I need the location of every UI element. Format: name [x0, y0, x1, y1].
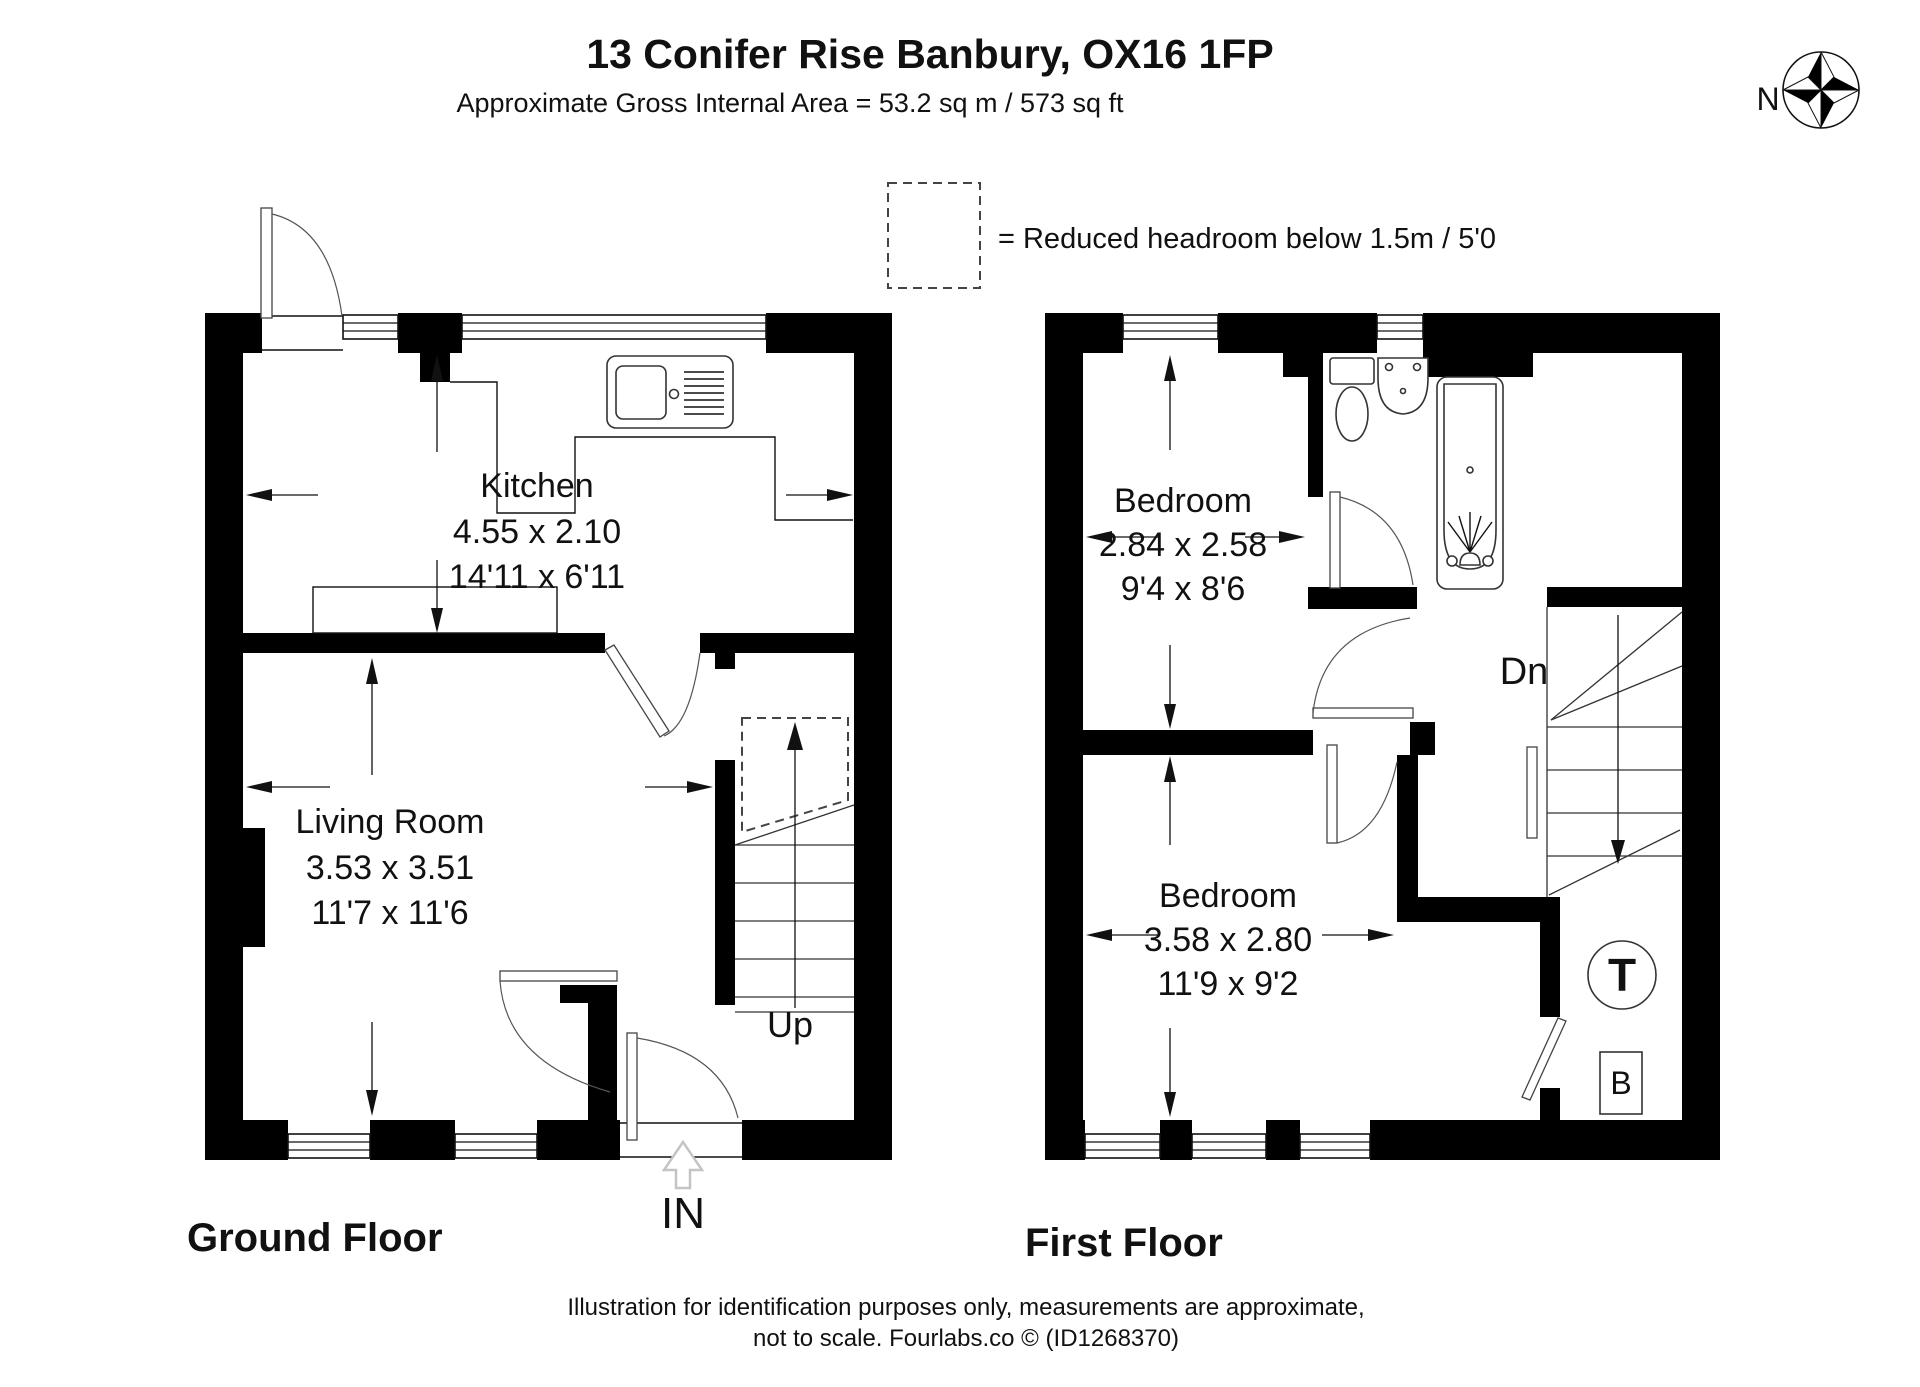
compass-north-label: N [1756, 81, 1779, 117]
footer: Illustration for identification purposes… [567, 1294, 1364, 1352]
boiler-label: B [1610, 1065, 1631, 1101]
door-bedroom-2 [1326, 744, 1398, 844]
windows [287, 314, 767, 1159]
entrance-label: IN [661, 1189, 705, 1238]
bedroom-2-name: Bedroom [1159, 877, 1297, 915]
dimension-arrows [246, 355, 853, 1116]
stairs-up-label: Up [767, 1004, 813, 1045]
door-living-room [499, 970, 618, 1093]
kitchen-name: Kitchen [480, 467, 593, 505]
bedroom-1-name: Bedroom [1114, 482, 1252, 520]
reduced-headroom-area [741, 717, 849, 834]
bedroom-2-size-metric: 3.58 x 2.80 [1144, 921, 1312, 959]
stairs-down [1546, 607, 1683, 897]
window [461, 314, 767, 340]
walls [205, 313, 892, 1160]
door-kitchen [604, 644, 701, 738]
bathtub [1436, 376, 1504, 590]
first-floor-labels: Bedroom 2.84 x 2.58 9'4 x 8'6 Bedroom 3.… [1025, 482, 1548, 1265]
living-room-name: Living Room [296, 803, 485, 841]
bedroom-1-size-metric: 2.84 x 2.58 [1099, 526, 1267, 564]
page-subtitle: Approximate Gross Internal Area = 53.2 s… [456, 88, 1124, 118]
window [1376, 314, 1424, 340]
tank-label: T [1608, 949, 1636, 1001]
toilet [1329, 357, 1375, 442]
window [342, 314, 399, 340]
living-room-size-imperial: 11'7 x 11'6 [311, 894, 468, 932]
legend: = Reduced headroom below 1.5m / 5'0 [887, 182, 1496, 289]
footer-line-1: Illustration for identification purposes… [567, 1294, 1364, 1321]
doors [1312, 491, 1567, 1101]
entrance-arrow-icon [661, 1139, 705, 1190]
kitchen-sink [606, 355, 734, 429]
floor-plan-ground: Kitchen 4.55 x 2.10 14'11 x 6'11 Living … [187, 207, 892, 1260]
legend-label: = Reduced headroom below 1.5m / 5'0 [998, 223, 1496, 255]
kitchen-size-imperial: 14'11 x 6'11 [449, 558, 625, 596]
door-back [260, 207, 343, 351]
page-title: 13 Conifer Rise Banbury, OX16 1FP [586, 31, 1273, 77]
boiler-symbol [1599, 1051, 1643, 1115]
window [1084, 1133, 1161, 1159]
tank-symbol [1587, 940, 1657, 1010]
kitchen-size-metric: 4.55 x 2.10 [453, 513, 621, 551]
first-floor-title: First Floor [1025, 1221, 1223, 1265]
bedroom-1-size-imperial: 9'4 x 8'6 [1121, 570, 1246, 608]
window [454, 1133, 538, 1159]
header: 13 Conifer Rise Banbury, OX16 1FP Approx… [456, 31, 1273, 118]
bedroom-2-size-imperial: 11'9 x 9'2 [1158, 965, 1299, 1003]
door-bedroom-1 [1312, 617, 1414, 719]
doors [260, 207, 742, 1158]
stair-guard [1526, 746, 1538, 839]
compass-icon: N [1756, 51, 1860, 129]
basin [1377, 357, 1429, 415]
window [1122, 314, 1219, 340]
stairs-down-label: Dn [1500, 651, 1549, 693]
footer-line-2: not to scale. Fourlabs.co © (ID1268370) [753, 1325, 1179, 1352]
stairs-up [734, 717, 855, 1013]
floor-plan-first: T B Bedroom 2.84 x 2.58 9'4 x 8'6 Bedroo… [1025, 313, 1720, 1265]
kitchen-counter [312, 381, 853, 634]
windows [1084, 314, 1424, 1159]
reduced-headroom-swatch [887, 182, 981, 289]
walls [1045, 313, 1720, 1160]
door-bathroom [1329, 491, 1414, 589]
living-room-size-metric: 3.53 x 3.51 [306, 849, 474, 887]
cupboard-symbols: T B [1587, 940, 1657, 1115]
window [1299, 1133, 1371, 1159]
window [1191, 1133, 1267, 1159]
window [287, 1133, 371, 1159]
door-front [620, 1032, 742, 1158]
ground-floor-labels: Kitchen 4.55 x 2.10 14'11 x 6'11 Living … [187, 467, 813, 1260]
bathroom-fixtures [1329, 357, 1504, 590]
door-cupboard [1521, 1017, 1567, 1101]
dimension-arrows [1086, 355, 1394, 1117]
ground-floor-title: Ground Floor [187, 1216, 443, 1260]
